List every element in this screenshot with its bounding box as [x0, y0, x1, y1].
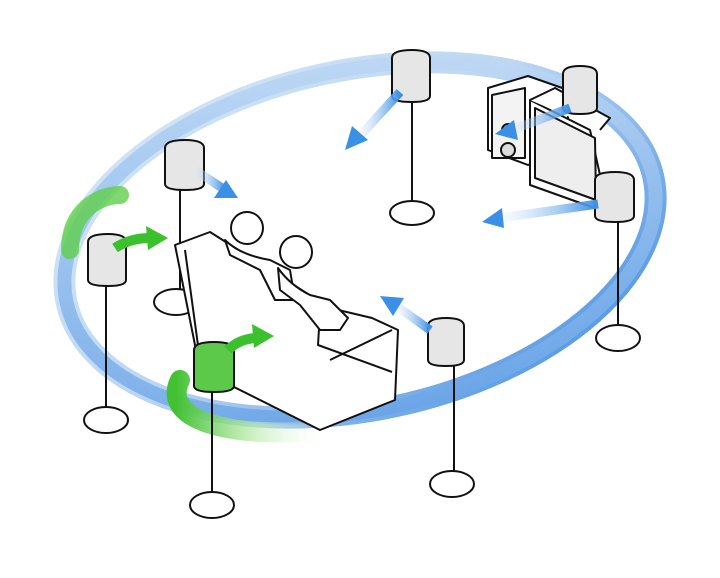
arrow-front-right-upper: [495, 103, 572, 140]
speaker-rear-right: [427, 316, 475, 498]
speaker-front-right-upper: [562, 64, 598, 116]
green-sound-band: [166, 370, 340, 443]
speaker-icon: [594, 170, 635, 224]
listener-icon: [224, 211, 296, 301]
couch-icon: [174, 211, 399, 431]
arrow-rear-left: [224, 324, 274, 354]
speaker-front-center: [389, 48, 435, 226]
arrow-front-center: [345, 88, 404, 150]
speaker-icon: [427, 316, 465, 368]
arrow-rear-right: [380, 296, 433, 334]
speaker-rear-left: [189, 340, 235, 519]
speaker-icon: [562, 64, 598, 116]
arrow-side-left: [112, 226, 168, 253]
arrow-front-right: [482, 199, 599, 228]
sound-arrows-green: [112, 226, 274, 354]
speaker-icon: [193, 340, 235, 394]
listener-icon: [277, 235, 349, 331]
green-sound-band-left: [61, 186, 129, 259]
speaker-icon: [164, 138, 205, 192]
subwoofer-icon: [491, 87, 526, 159]
speaker-icon: [391, 48, 431, 104]
sound-arrows-blue: [192, 88, 599, 334]
speaker-front-right: [594, 170, 641, 352]
arrow-front-left: [192, 166, 238, 198]
sound-ring: [53, 51, 667, 429]
